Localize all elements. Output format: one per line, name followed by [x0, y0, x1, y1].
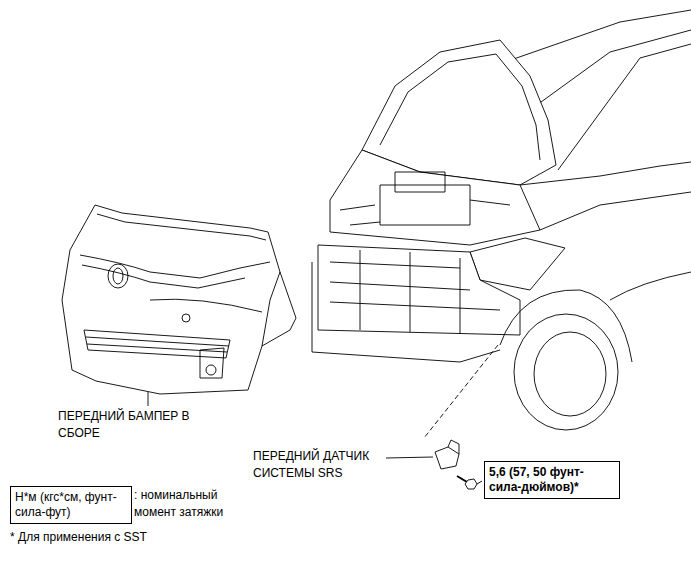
label-text: ПЕРЕДНИЙ БАМПЕР В СБОРЕ — [58, 408, 228, 442]
front-lower — [312, 262, 500, 362]
a-pillar — [558, 44, 691, 170]
box-text: Н*м (кгс*см, фунт-сила-фут) — [15, 490, 125, 520]
vehicle — [312, 10, 691, 430]
torque-spec-box: 5,6 (57, 50 фунт-сила-дюймов)* — [484, 461, 620, 499]
leader-line — [477, 481, 482, 484]
body-side — [610, 272, 691, 300]
fender-front — [540, 192, 691, 230]
wheel-rim — [534, 332, 606, 416]
radiator-grid — [330, 250, 500, 334]
label-text: : номинальный момент затяжки — [134, 487, 254, 521]
front-bumper — [62, 205, 296, 394]
roof-line — [505, 10, 691, 62]
engine-cover — [380, 185, 470, 225]
hood-inner-line — [380, 54, 540, 160]
leader-line — [386, 457, 433, 458]
tow-hook-cover — [182, 314, 190, 322]
footnote: * Для применения с SST — [10, 529, 230, 546]
bumper-contour — [150, 299, 262, 312]
part-name: ПЕРЕДНИЙ ДАТЧИК СИСТЕМЫ SRS — [253, 448, 381, 482]
bolt-shaft — [457, 476, 467, 482]
bumper-upper-edge — [97, 214, 266, 240]
location-dashed-line — [424, 345, 498, 438]
part-name: ПЕРЕДНИЙ БАМПЕР В СБОРЕ — [58, 408, 228, 442]
label-text: * Для применения с SST — [10, 529, 147, 546]
srs-sensor-connector — [448, 440, 459, 454]
box-text: 5,6 (57, 50 фунт-сила-дюймов)* — [489, 465, 613, 495]
legend-box: Н*м (кгс*см, фунт-сила-фут) — [10, 486, 132, 524]
label-text: ПЕРЕДНИЙ ДАТЧИК СИСТЕМЫ SRS — [253, 448, 381, 482]
radiator-support — [318, 245, 520, 335]
windshield-edge — [530, 30, 691, 110]
bumper-outline — [62, 205, 296, 394]
fender-line — [520, 162, 691, 185]
bumper-side — [262, 272, 280, 346]
engine-hoses — [340, 200, 510, 225]
engine-bay — [330, 150, 540, 245]
lower-grille — [84, 330, 230, 358]
bumper-grille-line — [82, 265, 245, 288]
leader-line — [148, 392, 149, 406]
tire — [514, 314, 618, 430]
legend-text: : номинальный момент затяжки — [134, 487, 254, 521]
engine-block — [395, 172, 445, 192]
fog-lamp — [206, 365, 216, 375]
toyota-emblem — [108, 264, 128, 288]
fog-lamp-housing — [200, 348, 224, 378]
bolt-head — [465, 479, 477, 489]
srs-sensor — [435, 447, 459, 469]
toyota-emblem-inner — [113, 268, 123, 284]
